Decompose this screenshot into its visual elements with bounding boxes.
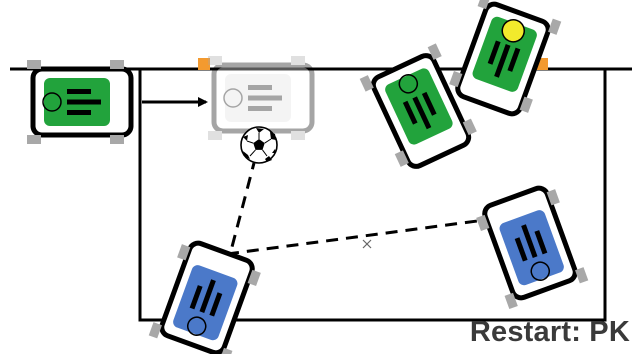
green-robot-field xyxy=(360,43,480,173)
green-robot-start xyxy=(27,60,131,144)
blue-robot-right xyxy=(474,183,589,309)
x-mark-icon xyxy=(363,240,371,248)
blue-robot-kicker xyxy=(149,238,264,354)
dashed-line-to-right-robot xyxy=(227,218,500,254)
soccer-ball-icon xyxy=(241,127,277,163)
restart-label: Restart: PK xyxy=(410,316,630,349)
